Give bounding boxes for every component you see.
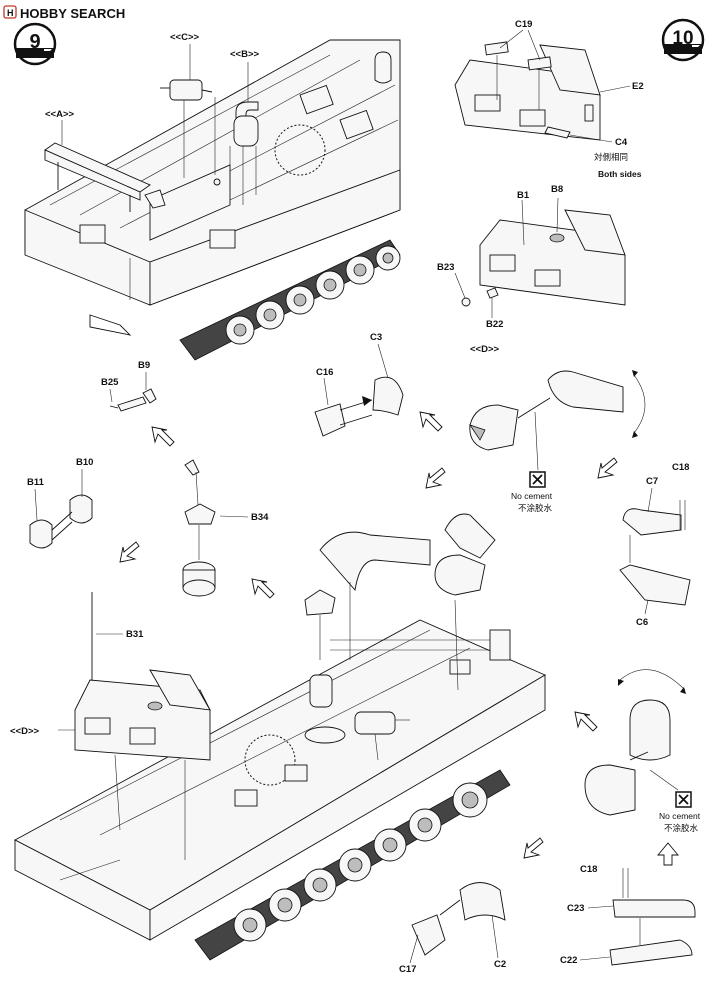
direction-arrows: [119, 411, 679, 866]
step-badge-right: 10 STEP: [661, 18, 705, 62]
watermark: H HOBBY SEARCH: [3, 5, 125, 21]
label-B25: B25: [101, 377, 119, 388]
step-label: STEP: [671, 47, 690, 54]
part-C-cylinder: <<C>>: [160, 32, 221, 186]
label-B8: B8: [551, 184, 563, 195]
label-B9: B9: [138, 360, 150, 371]
subassembly-C3-C16: C3 C16: [314, 332, 404, 437]
step-number: 9: [29, 31, 40, 53]
note-no-cement-en: No cement: [659, 811, 701, 821]
part-A-frame: <<A>>: [44, 109, 166, 212]
exhaust-rotating-upper: [469, 370, 646, 471]
label-C22: C22: [560, 955, 577, 966]
label-C16: C16: [316, 367, 333, 378]
tank-icon: [44, 49, 52, 51]
arrow-icon: [419, 411, 443, 432]
arrow-icon: [657, 842, 679, 866]
part-B-pipe: <<B>>: [229, 49, 260, 205]
watermark-text: HOBBY SEARCH: [20, 6, 125, 21]
label-C18-top: C18: [672, 462, 689, 473]
label-B34: B34: [251, 512, 269, 523]
subassembly-B10-B11: B10 B11: [27, 457, 93, 549]
label-C3: C3: [370, 332, 382, 343]
label-B23: B23: [437, 262, 454, 273]
callout-A: <<A>>: [45, 109, 75, 120]
label-C4: C4: [615, 137, 628, 148]
subassembly-C7-C6: C7 C18 C6: [619, 462, 691, 628]
arrow-icon: [151, 426, 175, 447]
no-cement-mark-2: No cement 不涂胶水: [659, 791, 701, 833]
note-no-cement-en: No cement: [511, 491, 553, 501]
assembly-E2: C19 E2 C4 対側相同 Both sides: [454, 19, 644, 179]
label-C19: C19: [515, 19, 532, 30]
label-C18-bottom: C18: [580, 864, 597, 875]
step-label: STEP: [25, 51, 44, 58]
label-B22: B22: [486, 319, 503, 330]
label-C17: C17: [399, 964, 416, 975]
arrow-icon: [425, 467, 446, 489]
assembly-D-upper: B1 B8 B23 B22 <<D>>: [437, 184, 626, 355]
tank-icon: [692, 45, 700, 47]
arrow-icon: [574, 711, 598, 732]
hull-lower-assembly: [14, 619, 546, 961]
label-C6: C6: [636, 617, 648, 628]
svg-text:H: H: [7, 8, 14, 18]
callout-C: <<C>>: [170, 32, 200, 43]
subassembly-B9-B25: B9 B25: [101, 360, 157, 412]
part-B31-antenna: B31: [91, 592, 144, 680]
brand-logo-icon: [3, 5, 17, 19]
label-B11: B11: [27, 477, 45, 488]
label-E2: E2: [632, 81, 644, 92]
road-wheels-bottom: [194, 769, 511, 961]
label-C7: C7: [646, 476, 658, 487]
arrow-icon: [523, 837, 544, 859]
no-cement-mark-1: No cement 不涂胶水: [511, 471, 553, 513]
callout-B: <<B>>: [230, 49, 260, 60]
label-C23: C23: [567, 903, 584, 914]
arrow-icon: [119, 541, 140, 563]
note-no-cement-cn: 不涂胶水: [518, 503, 553, 513]
exhaust-pipes-center: [304, 513, 496, 761]
road-wheels-top: [179, 239, 401, 361]
note-both-sides-en: Both sides: [598, 169, 642, 179]
hull-upper-assembly: [24, 39, 401, 361]
label-B31: B31: [126, 629, 144, 640]
note-no-cement-cn: 不涂胶水: [664, 823, 699, 833]
step-number: 10: [672, 28, 693, 49]
assembly-D-lower: <<D>>: [10, 669, 211, 860]
callout-D-bottom: <<D>>: [10, 726, 40, 737]
exhaust-rotating-lower: [584, 669, 686, 816]
step-badge-left: 9 STEP: [13, 22, 57, 66]
arrow-icon: [597, 457, 618, 479]
subassembly-B34: B34: [182, 459, 269, 597]
arrow-icon: [251, 578, 275, 599]
callout-D-top: <<D>>: [470, 344, 500, 355]
subassembly-C17-C2: C17 C2: [399, 882, 506, 975]
label-B1: B1: [517, 190, 530, 201]
label-B10: B10: [76, 457, 93, 468]
label-C2: C2: [494, 959, 506, 970]
subassembly-C23-C22: C18 C23 C22: [560, 864, 696, 966]
note-both-sides-cn: 対側相同: [594, 152, 628, 162]
